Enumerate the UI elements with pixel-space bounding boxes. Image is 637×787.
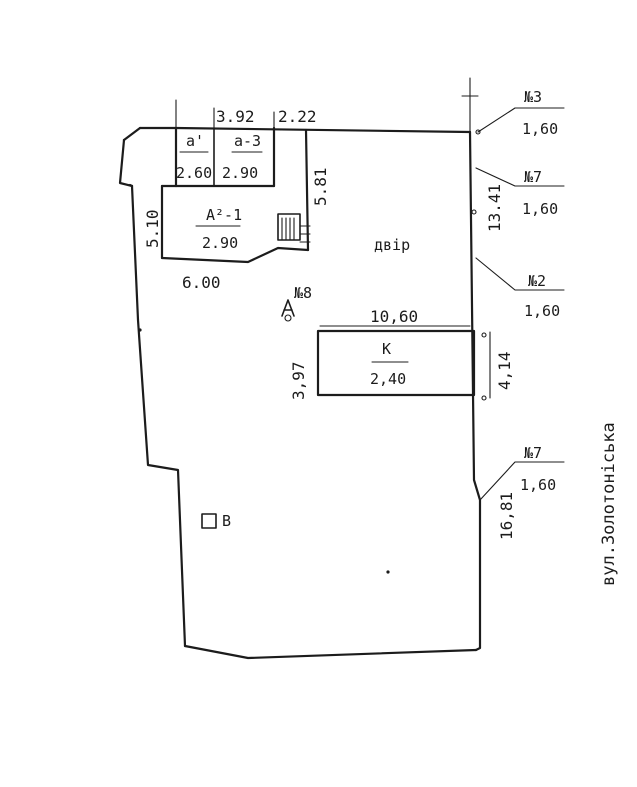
dim-left-vertical: 5.10 — [143, 209, 162, 248]
callout-1-value: 1,60 — [522, 120, 558, 138]
room-k-name: К — [382, 340, 391, 358]
right-axis-ticks — [461, 77, 487, 401]
room-a1-name: а' — [186, 132, 204, 150]
building-block-upper-left — [118, 99, 311, 264]
object-b-label: В — [222, 512, 231, 530]
callout-4-number: №7 — [524, 444, 542, 462]
point-n8-symbol — [281, 299, 295, 322]
site-boundary — [128, 126, 482, 660]
callout-3-value: 1,60 — [524, 302, 560, 320]
survey-dots — [138, 328, 390, 574]
callout-3-number: №2 — [528, 272, 546, 290]
callout-2-value: 1,60 — [522, 200, 558, 218]
point-n8-label: №8 — [294, 284, 312, 302]
room-a1-height: 2.60 — [176, 164, 212, 182]
building-k — [316, 329, 476, 397]
dim-k-left: 3,97 — [289, 361, 308, 400]
room-a21-name: А²-1 — [206, 206, 242, 224]
object-b-square — [201, 513, 217, 529]
callout-leaders — [475, 107, 565, 501]
dim-top-left: 3.92 — [216, 107, 255, 126]
dimension-lines — [319, 325, 491, 399]
dim-k-right: 4,14 — [495, 351, 514, 390]
yard-label: двір — [374, 236, 410, 254]
callout-1-number: №3 — [524, 88, 542, 106]
room-a3-name: а-3 — [234, 132, 261, 150]
dim-k-top: 10,60 — [370, 307, 418, 326]
dim-bottom-annex: 6.00 — [182, 273, 221, 292]
dim-annex-right: 5.81 — [311, 167, 330, 206]
dim-right-upper: 13.41 — [485, 184, 504, 232]
room-a21-height: 2.90 — [202, 234, 238, 252]
room-a3-height: 2.90 — [222, 164, 258, 182]
dim-right-lower: 16,81 — [497, 492, 516, 540]
room-k-height: 2,40 — [370, 370, 406, 388]
callout-4-value: 1,60 — [520, 476, 556, 494]
street-name: вул.Золотоніська — [599, 422, 619, 586]
callout-2-number: №7 — [524, 168, 542, 186]
dim-top-right: 2.22 — [278, 107, 317, 126]
